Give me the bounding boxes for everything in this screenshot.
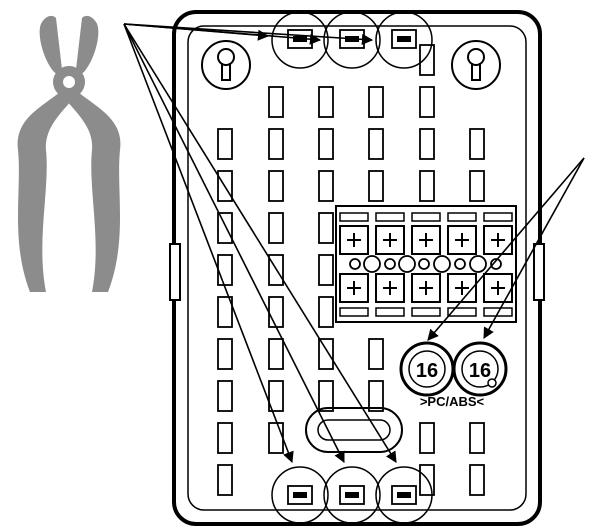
vent-slot <box>318 380 334 412</box>
screw-cross <box>347 233 361 247</box>
vent-slot <box>318 170 334 202</box>
vent-slot <box>419 86 435 118</box>
vent-slot <box>469 128 485 160</box>
vent-slot <box>368 380 384 412</box>
vent-slot <box>318 128 334 160</box>
wire-entry-hole <box>384 258 396 270</box>
wire-entry-hole <box>349 258 361 270</box>
terminal-clip <box>339 307 369 317</box>
highlight-circle-bottom <box>323 466 381 524</box>
vent-slot <box>368 170 384 202</box>
snap-tab-bottom-notch <box>293 492 307 498</box>
vent-slot <box>318 296 334 328</box>
knockout-label-left: 16 <box>416 360 438 382</box>
terminal-screw <box>339 273 369 303</box>
screw-cross <box>455 233 469 247</box>
callout-arrow <box>123 23 345 464</box>
snap-tab-bottom-notch <box>397 492 411 498</box>
wire-entry-hole <box>363 255 381 273</box>
terminal-clip <box>411 307 441 317</box>
terminal-clip <box>375 307 405 317</box>
snap-tab-bottom-notch <box>345 492 359 498</box>
vent-slot <box>469 170 485 202</box>
knockout-label-right: 16 <box>469 360 491 382</box>
vent-slot <box>268 422 284 454</box>
keyhole-mount-left <box>201 40 251 90</box>
vent-slot <box>268 170 284 202</box>
vent-slot <box>268 380 284 412</box>
highlight-circle-bottom <box>271 466 329 524</box>
material-label: >PC/ABS< <box>420 394 485 409</box>
vent-slot <box>268 296 284 328</box>
terminal-clip <box>483 212 513 222</box>
vent-slot <box>368 128 384 160</box>
callout-arrow <box>483 157 585 339</box>
vent-slot <box>268 128 284 160</box>
cable-entry-slot <box>305 407 403 453</box>
highlight-circle-top <box>375 11 433 69</box>
vent-slot <box>217 338 233 370</box>
terminal-clip <box>447 307 477 317</box>
vent-slot <box>368 86 384 118</box>
vent-slot <box>268 212 284 244</box>
wire-entry-hole <box>398 255 416 273</box>
vent-slot <box>217 212 233 244</box>
vent-slot <box>217 464 233 496</box>
snap-tab-top-notch <box>397 36 411 42</box>
vent-slot <box>318 86 334 118</box>
callout-arrow <box>123 23 397 463</box>
vent-slot <box>268 86 284 118</box>
callout-arrow <box>123 23 374 45</box>
terminal-clip <box>339 212 369 222</box>
pliers-icon <box>17 15 121 292</box>
vent-slot <box>217 296 233 328</box>
screw-cross <box>383 233 397 247</box>
callout-arrow <box>123 23 294 464</box>
vent-slot <box>217 422 233 454</box>
screw-cross <box>491 233 505 247</box>
vent-slot <box>217 380 233 412</box>
vent-slot <box>318 212 334 244</box>
keyhole-mount-right <box>451 40 501 90</box>
highlight-circle-top <box>271 11 329 69</box>
vent-slot <box>419 128 435 160</box>
screw-cross <box>491 281 505 295</box>
screw-cross <box>455 281 469 295</box>
screw-cross <box>419 233 433 247</box>
callout-arrow <box>427 157 585 341</box>
vent-slot <box>217 128 233 160</box>
vent-slot <box>419 44 435 76</box>
knockout-right: 16 <box>452 341 508 397</box>
ventilation-slots <box>217 44 485 496</box>
knockout-left: 16 <box>399 341 455 397</box>
vent-slot <box>368 338 384 370</box>
terminal-clip <box>447 212 477 222</box>
terminal-clip <box>375 212 405 222</box>
vent-slot <box>268 338 284 370</box>
vent-slot <box>419 422 435 454</box>
terminal-block <box>335 205 517 323</box>
screw-cross <box>383 281 397 295</box>
callout-arrows <box>123 23 585 464</box>
wire-entry-hole <box>454 258 466 270</box>
terminal-screw <box>375 225 405 255</box>
vent-slot <box>469 464 485 496</box>
highlight-circles <box>271 11 433 524</box>
wire-entry-hole <box>433 255 451 273</box>
vent-slot <box>217 254 233 286</box>
wire-entry-hole <box>490 258 502 270</box>
screw-cross <box>347 281 361 295</box>
wire-entry-hole <box>469 255 487 273</box>
highlight-circle-top <box>323 11 381 69</box>
highlight-circle-bottom <box>375 466 433 524</box>
wire-entry-hole <box>418 258 430 270</box>
vent-slot <box>419 170 435 202</box>
vent-slot <box>469 422 485 454</box>
terminal-clip <box>411 212 441 222</box>
vent-slot <box>318 254 334 286</box>
vent-slot <box>318 338 334 370</box>
screw-cross <box>419 281 433 295</box>
